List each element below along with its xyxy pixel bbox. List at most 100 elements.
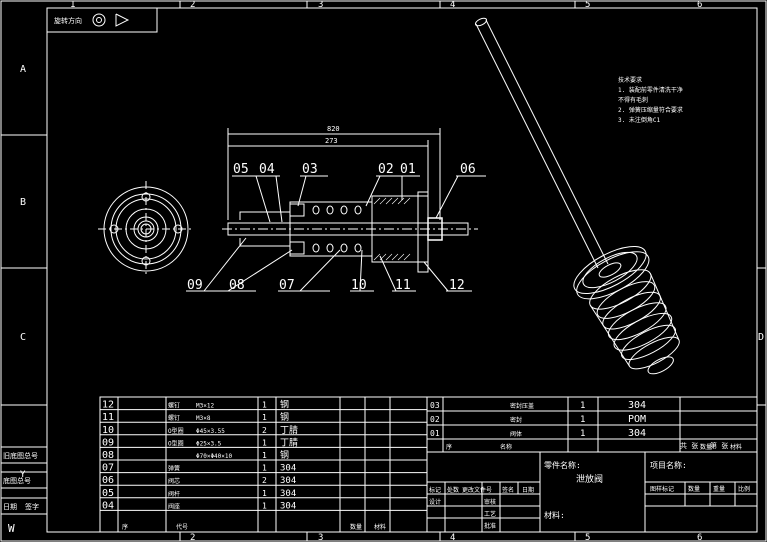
parts-row-qty: 1 bbox=[262, 501, 267, 510]
parts-row-mat: 钢 bbox=[280, 411, 289, 423]
material-label: 材料: bbox=[544, 510, 565, 520]
parts-row-qty: 1 bbox=[580, 415, 585, 425]
parts-header-name: 代号 bbox=[176, 523, 188, 531]
technical-requirements: 技术要求 1. 装配前零件清洗干净 不得有毛刺 2. 弹簧压缩量符合要求 3. … bbox=[618, 76, 683, 124]
ucs-w: W bbox=[8, 522, 15, 535]
parts-row-no: 11 bbox=[102, 412, 114, 423]
callout-05: 05 bbox=[233, 162, 249, 177]
parts-row-mat: 304 bbox=[628, 428, 646, 439]
zone-top-3: 3 bbox=[318, 0, 323, 10]
parts-row-no: 03 bbox=[430, 401, 440, 410]
ucs-y: Y bbox=[20, 470, 26, 480]
side-label-sign: 签字 bbox=[25, 502, 39, 511]
parts-row-qty: 1 bbox=[580, 429, 585, 439]
side-label-date: 日期 bbox=[3, 503, 17, 511]
parts-row-no: 01 bbox=[430, 429, 440, 438]
parts-row-qty: 1 bbox=[262, 438, 267, 447]
callout-01: 01 bbox=[400, 162, 416, 177]
parts-header-mat: 材料 bbox=[730, 443, 742, 451]
parts-header-qty: 数量 bbox=[700, 443, 712, 451]
side-label-old: 旧底图总号 bbox=[3, 451, 38, 460]
zone-top-1: 1 bbox=[70, 0, 75, 10]
parts-row-name: 螺钉 bbox=[168, 414, 180, 422]
title-block: 零件名称: 泄放阀 材料: 项目名称: 标记 处数 更改文件号 签名 日期 设计… bbox=[426, 441, 758, 533]
parts-row-mat: 丁腈 bbox=[280, 436, 298, 448]
part-name-label: 零件名称: bbox=[544, 460, 581, 470]
zone-right-D: D bbox=[758, 332, 764, 343]
parts-row-mat: 304 bbox=[280, 476, 296, 486]
tb-stage-mark: 图样标记 bbox=[650, 485, 674, 493]
parts-row-qty: 1 bbox=[580, 401, 585, 411]
tb-row-sign: 签名 bbox=[502, 486, 514, 494]
parts-row-qty: 1 bbox=[262, 413, 267, 422]
parts-header-qty: 数量 bbox=[350, 523, 362, 531]
parts-row-no: 07 bbox=[102, 463, 114, 474]
tb-row-count: 处数 bbox=[447, 486, 459, 494]
parts-row-mat: 304 bbox=[280, 489, 296, 499]
parts-row-mat: 钢 bbox=[280, 449, 289, 461]
zone-top-5: 5 bbox=[585, 0, 590, 10]
parts-row-mat: POM bbox=[628, 414, 646, 425]
parts-row-name: 阀芯 bbox=[168, 477, 180, 485]
zone-bottom-6: 6 bbox=[697, 533, 702, 542]
tb-role-check: 审核 bbox=[484, 498, 496, 506]
callout-07: 07 bbox=[279, 278, 295, 293]
zone-top-6: 6 bbox=[697, 0, 702, 10]
parts-row-qty: 1 bbox=[262, 489, 267, 498]
parts-row-no: 05 bbox=[102, 488, 114, 499]
zone-left-C: C bbox=[20, 332, 26, 343]
isometric-view bbox=[474, 17, 680, 375]
parts-row-no: 09 bbox=[102, 437, 114, 448]
callout-02: 02 bbox=[378, 162, 394, 177]
parts-row-name: 密封 bbox=[510, 416, 522, 424]
zone-top-4: 4 bbox=[450, 0, 455, 10]
parts-row-no: 06 bbox=[102, 475, 114, 486]
tb-role-design: 设计 bbox=[429, 498, 441, 506]
parts-row-spec: Φ25×3.5 bbox=[196, 440, 222, 447]
parts-row-qty: 2 bbox=[262, 426, 267, 435]
parts-row-no: 10 bbox=[102, 425, 114, 436]
tech-note-2: 不得有毛刺 bbox=[618, 96, 648, 104]
dim-overall: 820 bbox=[327, 125, 340, 133]
parts-header-no: 序 bbox=[122, 523, 128, 531]
parts-row-name: 螺钉 bbox=[168, 402, 180, 410]
zone-top-2: 2 bbox=[190, 0, 195, 10]
tech-note-4: 3. 未注倒角C1 bbox=[618, 116, 660, 124]
parts-row-name: O型圈 bbox=[168, 439, 184, 447]
parts-row-mat: 304 bbox=[280, 501, 296, 511]
side-label-base: 底图总号 bbox=[3, 476, 31, 485]
zone-bottom-3: 3 bbox=[318, 533, 323, 542]
tb-sheet-total: 共 张 bbox=[680, 441, 698, 450]
zone-left-A: A bbox=[20, 64, 26, 75]
tech-notes-title: 技术要求 bbox=[618, 76, 642, 84]
parts-row-qty: 2 bbox=[262, 476, 267, 485]
tb-row-date: 日期 bbox=[522, 486, 534, 494]
zone-bottom-5: 5 bbox=[585, 533, 590, 542]
parts-row-name: 密封压盖 bbox=[510, 402, 534, 410]
rotation-direction-label: 旋转方向 bbox=[54, 16, 82, 25]
tb-stage-weight: 重量 bbox=[713, 485, 725, 493]
callout-08: 08 bbox=[229, 278, 245, 293]
parts-row-spec: M3×12 bbox=[196, 403, 214, 410]
end-view-flange bbox=[98, 181, 194, 277]
tb-stage-scale: 比例 bbox=[738, 485, 750, 493]
parts-row-name: 阀杆 bbox=[168, 490, 180, 498]
leaders-top bbox=[232, 175, 486, 223]
callout-12: 12 bbox=[449, 278, 465, 293]
callout-09: 09 bbox=[187, 278, 203, 293]
tb-stage-qty: 数量 bbox=[688, 485, 700, 493]
parts-row-spec: M3×8 bbox=[196, 415, 211, 422]
parts-row-mat: 钢 bbox=[280, 399, 289, 411]
parts-header-mat: 材料 bbox=[374, 523, 386, 531]
tb-role-process: 工艺 bbox=[484, 510, 496, 518]
parts-row-spec: Φ70×Φ40×10 bbox=[196, 453, 233, 460]
parts-header-no: 序 bbox=[446, 443, 452, 451]
parts-row-mat: 304 bbox=[628, 400, 646, 411]
callout-03: 03 bbox=[302, 162, 318, 177]
parts-row-qty: 1 bbox=[262, 451, 267, 460]
parts-row-spec: Φ45×3.55 bbox=[196, 428, 225, 435]
tb-sheet-no: 第 张 bbox=[710, 441, 728, 450]
parts-row-mat: 304 bbox=[280, 464, 296, 474]
parts-row-qty: 1 bbox=[262, 464, 267, 473]
